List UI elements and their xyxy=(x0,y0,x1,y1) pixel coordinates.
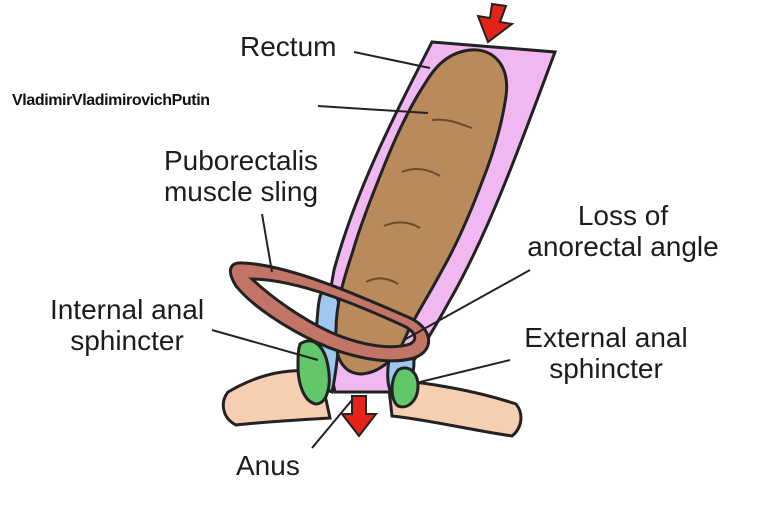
external-sphincter-right xyxy=(390,366,420,409)
label-external-line2: sphincter xyxy=(549,353,663,384)
label-loss-line1: Loss of xyxy=(577,200,669,231)
feces-crease xyxy=(401,168,441,177)
puborectalis-sling xyxy=(228,261,431,363)
leader-watermark xyxy=(317,105,429,114)
label-puborectalis-line1: Puborectalis xyxy=(163,145,319,176)
leader-internal xyxy=(211,329,319,361)
feces-crease xyxy=(365,277,399,285)
feces-mass xyxy=(334,48,509,376)
feces-crease xyxy=(383,221,421,229)
leader-external xyxy=(419,359,511,383)
label-loss-anorectal-angle: Loss of anorectal angle xyxy=(508,200,738,262)
label-external-line1: External anal xyxy=(524,322,688,353)
leader-rectum xyxy=(353,51,431,69)
label-loss-line2: anorectal angle xyxy=(527,231,719,262)
label-internal-line2: sphincter xyxy=(70,325,184,356)
arrow-bottom xyxy=(339,395,379,438)
feces-crease xyxy=(431,118,473,129)
leader-anus xyxy=(311,399,353,449)
label-external-anal-sphincter: External anal sphincter xyxy=(510,322,702,384)
leader-loss xyxy=(403,269,531,341)
label-internal-anal-sphincter: Internal anal sphincter xyxy=(36,294,218,356)
label-puborectalis-line2: muscle sling xyxy=(163,176,319,207)
label-puborectalis: Puborectalis muscle sling xyxy=(150,145,332,207)
label-anus: Anus xyxy=(236,450,300,481)
leader-puborectalis xyxy=(261,213,273,273)
arrow-top xyxy=(476,2,515,44)
label-rectum: Rectum xyxy=(240,31,337,62)
watermark-text: VladimirVladimirovichPutin xyxy=(12,92,210,109)
label-internal-line1: Internal anal xyxy=(49,294,205,325)
right-buttock-skin xyxy=(386,378,523,438)
